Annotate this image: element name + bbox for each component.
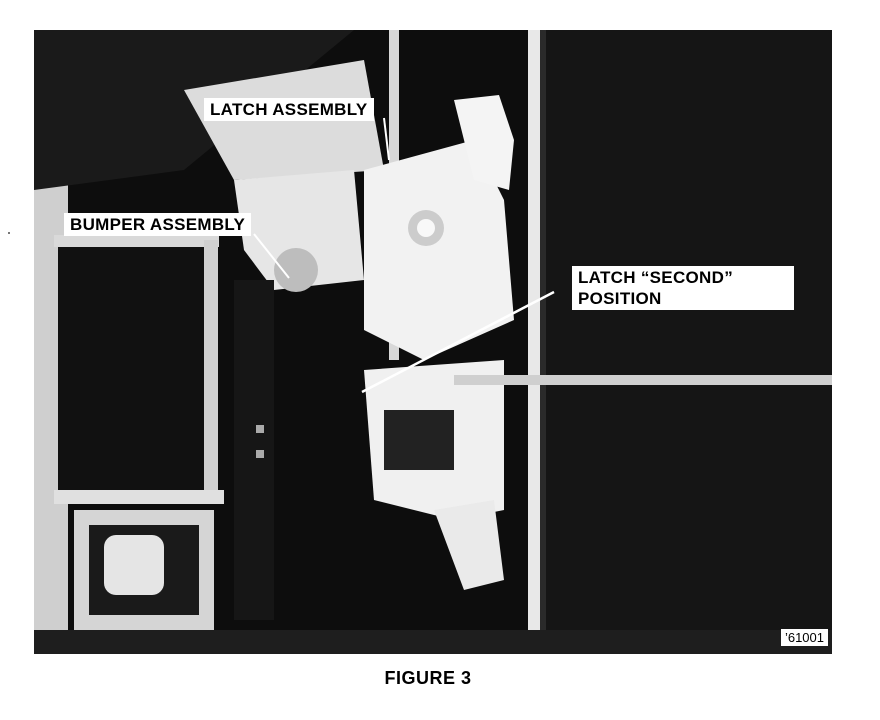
latch-photo-illustration	[34, 30, 832, 654]
bumper-assembly-label: BUMPER ASSEMBLY	[64, 213, 252, 236]
latch-photo: LATCH ASSEMBLY BUMPER ASSEMBLY LATCH “SE…	[34, 30, 832, 654]
scan-speck	[8, 232, 10, 234]
latch-second-position-label: LATCH “SECOND” POSITION	[572, 266, 794, 310]
photo-reference-number: ’61001	[780, 629, 828, 646]
latch-assembly-label: LATCH ASSEMBLY	[204, 98, 374, 121]
latch-second-position-label-line1: LATCH “SECOND”	[578, 268, 733, 287]
latch-second-position-label-line2: POSITION	[578, 289, 662, 308]
figure-caption: FIGURE 3	[384, 668, 472, 688]
